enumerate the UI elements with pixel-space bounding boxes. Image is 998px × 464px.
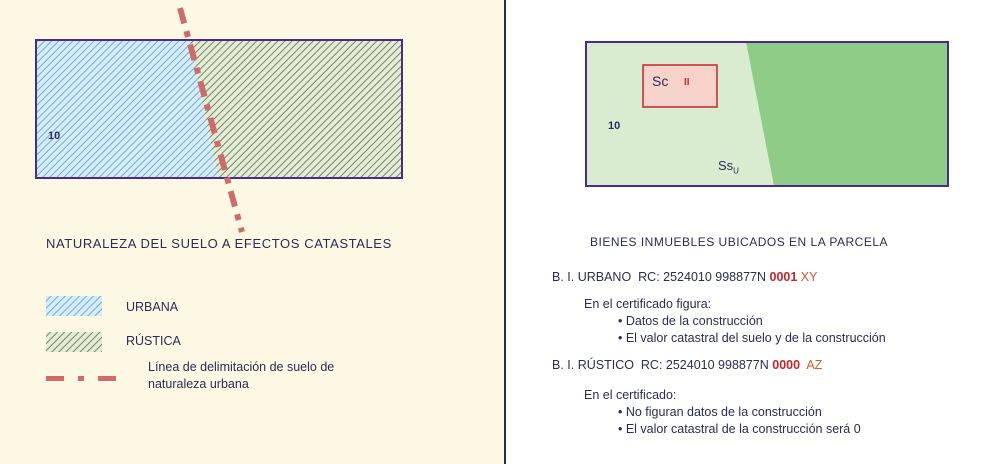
soil-nature-map [35,7,403,381]
legend-urbana-label: URBANA [126,300,179,314]
rustico-line: B. I. RÚSTICO RC: 2524010 998877N 0000 A… [552,358,822,372]
urbano-bullet-1: • Datos de la construcción [618,314,763,328]
left-panel-title: NATURALEZA DEL SUELO A EFECTOS CATASTALE… [46,236,392,251]
left-panel: 10 NATURALEZA DEL SUELO A EFECTOS CATAST… [0,0,504,464]
legend-boundary-label-1: Línea de delimitación de suelo de [148,360,335,374]
right-panel: 10 Sc II SsU BIENES INMUEBLES UBICADOS E… [506,0,998,464]
parcel-properties-map [585,41,949,187]
urban-ground-zone [586,42,774,186]
urbano-line: B. I. URBANO RC: 2524010 998877N 0001 XY [552,270,817,284]
right-panel-title: BIENES INMUEBLES UBICADOS EN LA PARCELA [590,235,889,249]
rustico-rc-prefix: RC: 2524010 998877N [640,358,769,372]
soil-label-sub: U [733,166,739,176]
parcel-outline [35,39,403,179]
soil-label-main: Ss [718,158,734,173]
soil-label: SsU [718,158,739,176]
legend-boundary-label-2: naturaleza urbana [148,377,249,391]
parcel-number-right: 10 [608,120,621,132]
urbano-rc-prefix: RC: 2524010 998877N [638,270,767,284]
rustico-bullet-2: • El valor catastral de la construcción … [618,422,861,436]
construction-floors: II [684,77,690,88]
urban-boundary-line [177,7,245,233]
rustico-cert-heading: En el certificado: [584,388,677,402]
construction-box [642,64,718,108]
urbano-cert-heading: En el certificado figura: [584,297,712,311]
urbano-rc-number: 0001 [769,270,798,284]
urbano-bullet-2: • El valor catastral del suelo y de la c… [618,331,886,345]
construction-label: Sc [652,73,669,89]
legend-rustica-label: RÚSTICA [126,334,181,348]
urbano-label: B. I. URBANO [552,270,632,284]
rustica-zone [190,40,402,178]
legend-boundary-swatch [46,376,116,381]
rustico-label: B. I. RÚSTICO [552,358,634,372]
panel-divider [504,0,506,464]
parcel-outline-right [585,41,949,187]
parcel-number-left: 10 [48,130,61,142]
urbana-zone [36,40,218,178]
rustic-ground-zone [746,42,948,186]
rustico-rc-code: AZ [806,358,823,372]
urbano-rc-code: XY [800,270,818,284]
rustico-rc-number: 0000 [772,358,801,372]
rustico-bullet-1: • No figuran datos de la construcción [618,405,822,419]
legend-urbana-swatch [46,296,102,316]
legend-rustica-swatch [46,332,102,352]
